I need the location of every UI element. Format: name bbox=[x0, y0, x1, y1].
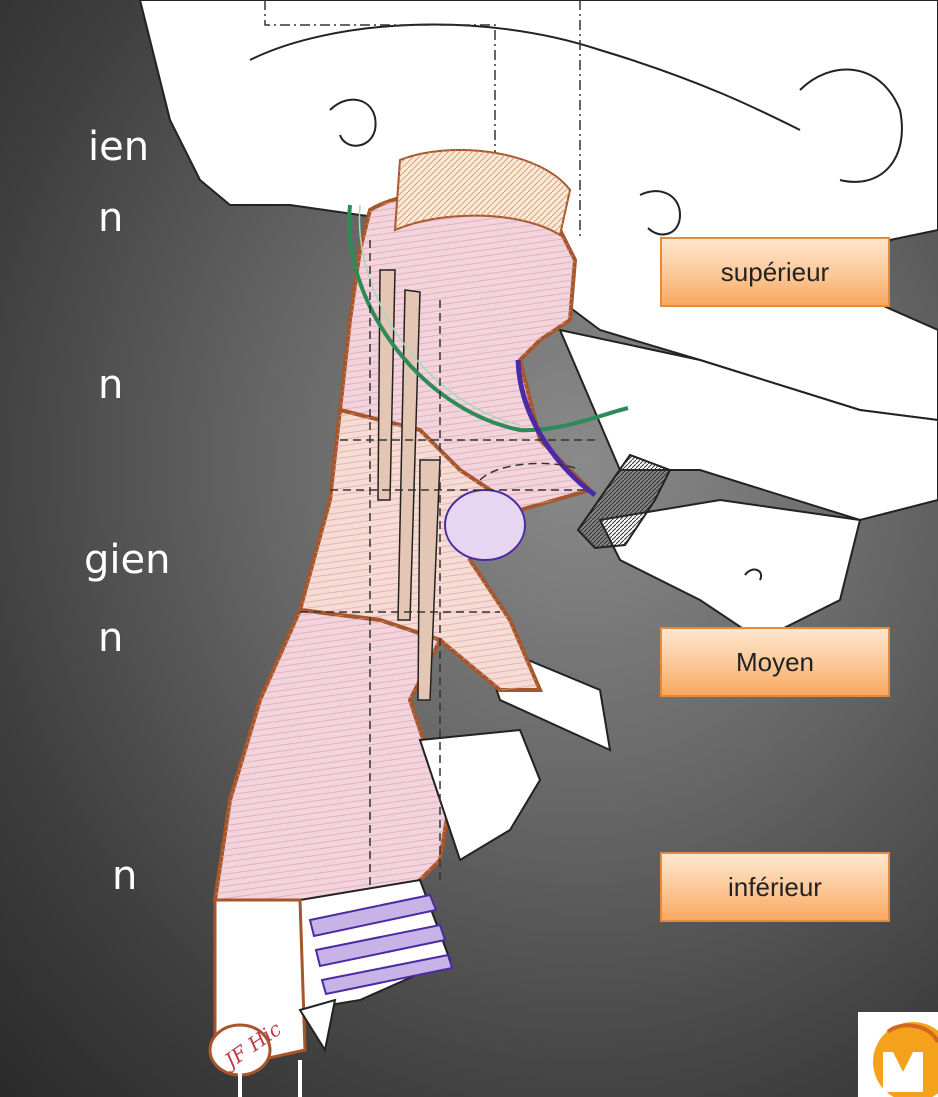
label-superior: supérieur bbox=[660, 237, 890, 307]
label-inferior: inférieur bbox=[660, 852, 890, 922]
institution-logo bbox=[858, 1012, 938, 1097]
label-middle: Moyen bbox=[660, 627, 890, 697]
